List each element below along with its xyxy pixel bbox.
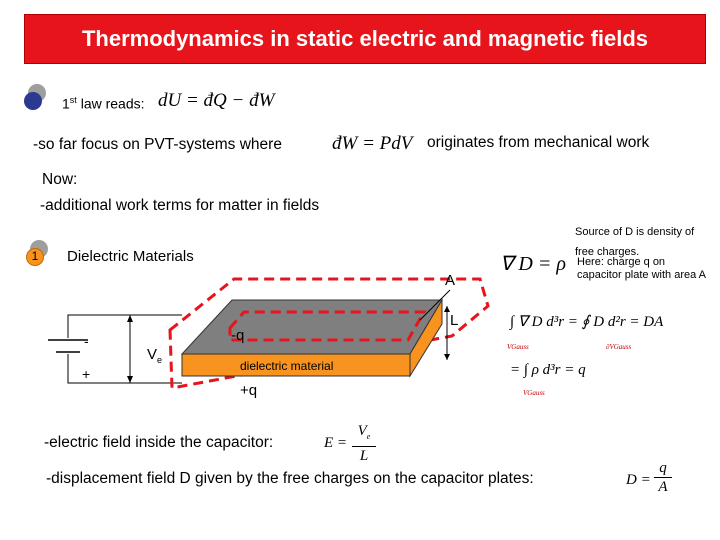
integral-equation-2: = ∫ ρ d³r = q: [510, 362, 586, 378]
efield-fraction: Ve L: [352, 422, 376, 465]
efield-lhs: E =: [324, 435, 348, 451]
integral-sub-boundary: ∂VGauss: [606, 343, 632, 351]
gauss-inner-outline: [228, 310, 427, 342]
battery-minus: -: [84, 333, 89, 349]
dielectric-side: [409, 298, 443, 378]
label-minus-q: -q: [231, 327, 245, 344]
first-law-label: 1st law reads:: [62, 95, 145, 112]
circuit-wires: [67, 314, 182, 384]
first-law-equation: dU = đQ − đW: [158, 90, 275, 111]
efield-text: -electric field inside the capacitor:: [44, 434, 274, 451]
dfield-lhs: D =: [626, 472, 651, 488]
section-bullet-icon: 1: [24, 240, 50, 268]
additional-work-text: -additional work terms for matter in fie…: [40, 197, 320, 214]
dfield-fraction: q A: [654, 460, 672, 496]
pvt-equation: đW = PdV: [332, 133, 413, 154]
integral-equation-1: ∫ ∇ D d³r = ∮ D d²r = DA: [510, 314, 664, 330]
section-title: Dielectric Materials: [67, 248, 194, 265]
label-area: A: [445, 272, 456, 289]
gauss-equation: ∇ D = ρ: [500, 253, 566, 275]
section-number: 1: [31, 249, 39, 263]
here-note: Here: charge q on capacitor plate with a…: [577, 256, 707, 281]
integral-sub-volume-2: VGauss: [523, 389, 545, 397]
pvt-lead-text: -so far focus on PVT-systems where: [33, 136, 282, 153]
gauss-surface-outline: [168, 277, 490, 390]
area-pointer: [419, 289, 451, 321]
top-plate: [180, 299, 443, 355]
bullet-icon: [24, 84, 48, 112]
label-plus-q: +q: [240, 382, 258, 399]
capacitor-diagram: [48, 277, 490, 390]
dfield-text: -displacement field D given by the free …: [46, 470, 534, 487]
source-note: Source of D is density of free charges.: [575, 226, 695, 258]
now-label: Now:: [42, 171, 78, 188]
page-title: Thermodynamics in static electric and ma…: [81, 26, 649, 51]
title-bar: Thermodynamics in static electric and ma…: [24, 14, 706, 64]
label-dielectric: dielectric material: [240, 359, 334, 373]
label-length: L: [450, 312, 459, 329]
battery-plus: +: [82, 366, 91, 382]
integral-sub-volume: VGauss: [507, 343, 529, 351]
label-voltage: Ve: [147, 346, 163, 365]
pvt-tail-text: originates from mechanical work: [427, 134, 650, 151]
